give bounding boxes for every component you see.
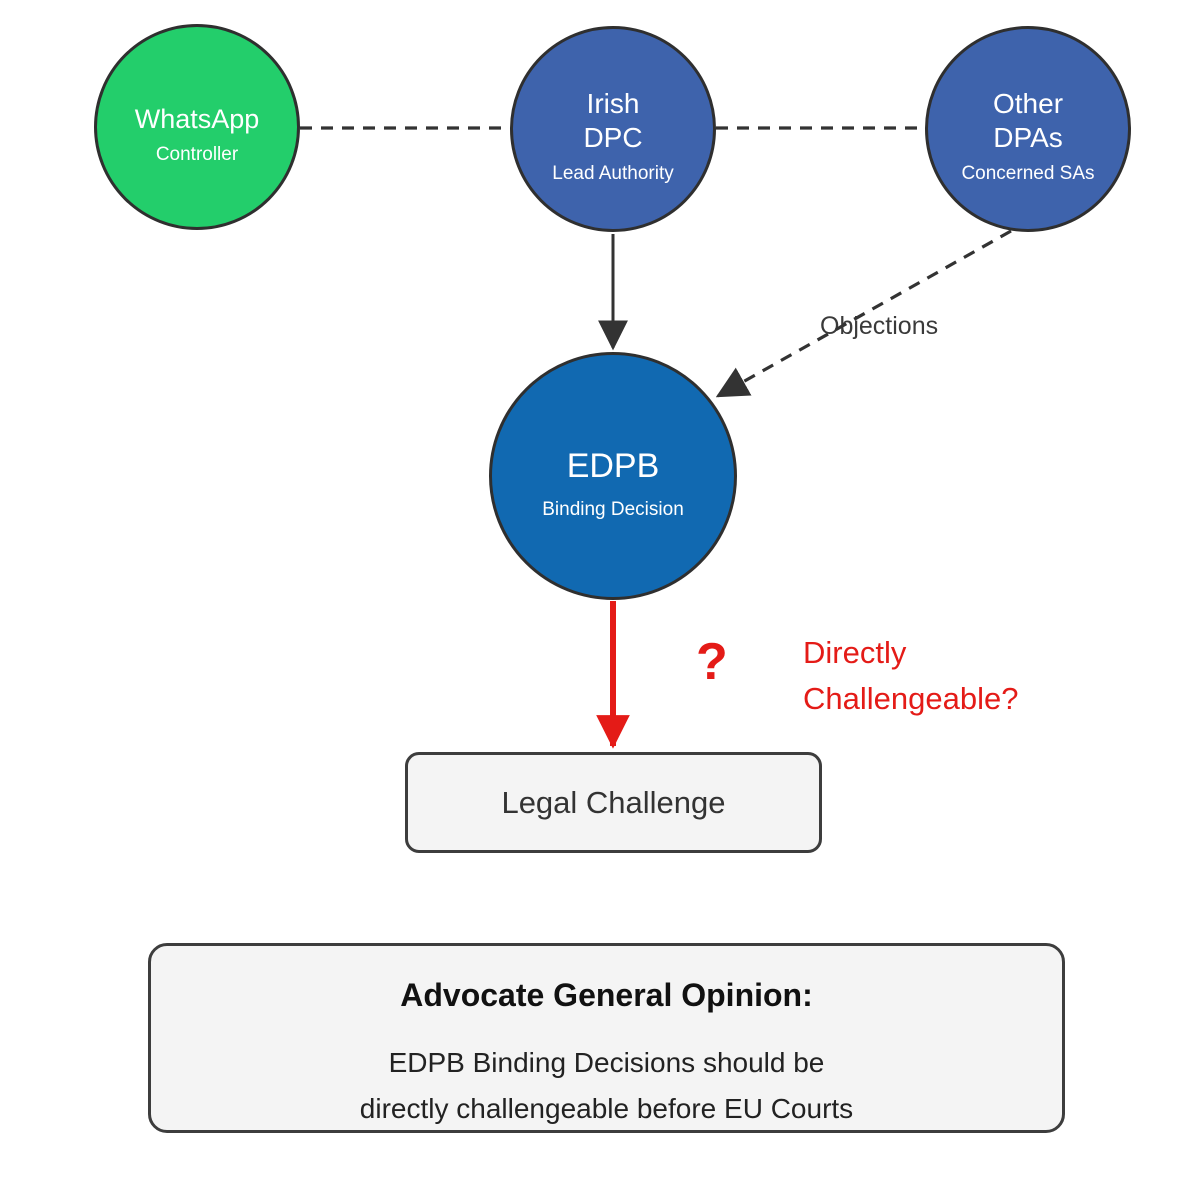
- question-mark-label: ?: [696, 633, 728, 691]
- opinion-heading: Advocate General Opinion:: [400, 977, 813, 1013]
- opinion-body-line1: EDPB Binding Decisions should be: [388, 1047, 825, 1078]
- node-title-line1: Other: [992, 88, 1064, 119]
- node-whatsapp-controller: WhatsApp Controller: [94, 24, 300, 230]
- objections-edge-label: Objections: [820, 312, 939, 340]
- node-other-dpas: Other DPAs Concerned SAs: [925, 26, 1131, 232]
- opinion-body: EDPB Binding Decisions should be directl…: [360, 1040, 853, 1132]
- directly-challengeable-line2: Challengeable?: [803, 681, 1019, 716]
- node-subtitle: Controller: [155, 143, 239, 165]
- directly-challengeable-label: Directly Challengeable?: [803, 630, 1018, 722]
- node-subtitle: Lead Authority: [552, 163, 674, 184]
- directly-challengeable-line1: Directly: [803, 635, 907, 670]
- node-title: WhatsApp: [134, 103, 260, 134]
- node-subtitle: Binding Decision: [542, 498, 684, 520]
- node-title-line2: DPC: [583, 122, 643, 153]
- node-edpb-binding-decision: EDPB Binding Decision: [489, 352, 737, 600]
- opinion-body-line2: directly challengeable before EU Courts: [359, 1093, 854, 1124]
- node-title-line2: DPAs: [993, 122, 1063, 153]
- node-legal-challenge: Legal Challenge: [405, 752, 822, 853]
- node-title-line1: Irish: [586, 88, 640, 119]
- advocate-general-opinion-box: Advocate General Opinion: EDPB Binding D…: [148, 943, 1065, 1133]
- legal-challenge-label: Legal Challenge: [501, 784, 726, 820]
- node-title: EDPB: [566, 446, 660, 485]
- node-subtitle: Concerned SAs: [961, 163, 1095, 184]
- node-irish-dpc: Irish DPC Lead Authority: [510, 26, 716, 232]
